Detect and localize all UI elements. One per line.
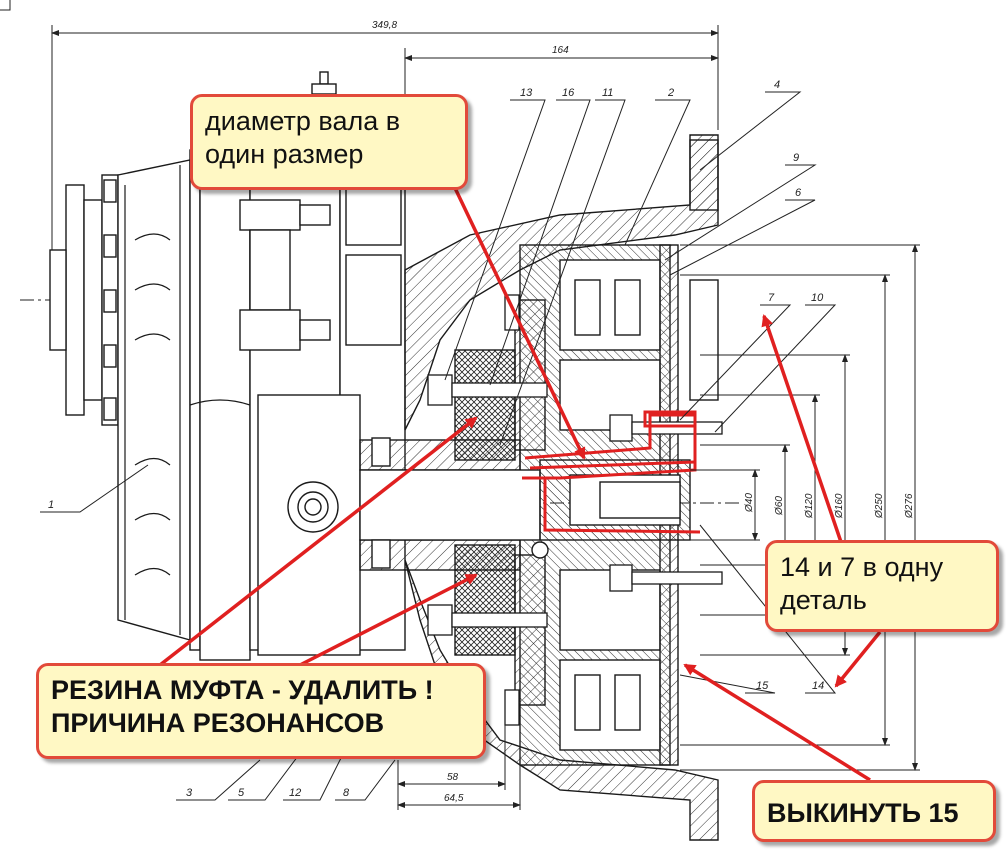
dim-overall-label: 349,8 bbox=[372, 20, 397, 31]
callout-shaft-diameter: диаметр вала в один размер bbox=[190, 94, 468, 190]
dim-58: 58 bbox=[447, 772, 459, 783]
arrow-rubber-2 bbox=[299, 573, 478, 667]
part-label-3: 3 bbox=[186, 787, 193, 799]
arrow-discard-15 bbox=[683, 663, 871, 782]
dim-64-5: 64,5 bbox=[444, 793, 464, 804]
part-label-15: 15 bbox=[756, 680, 769, 692]
part-label-5: 5 bbox=[238, 787, 245, 799]
dim-bottom bbox=[397, 700, 521, 810]
callout-rubber-line2: ПРИЧИНА РЕЗОНАНСОВ bbox=[51, 707, 385, 738]
red-arrows bbox=[158, 187, 882, 782]
bolts bbox=[427, 294, 723, 726]
part-label-10: 10 bbox=[811, 292, 824, 304]
callout-shaft-line2: один размер bbox=[205, 138, 364, 169]
part-label-7: 7 bbox=[768, 292, 775, 304]
callout-merge-line1: 14 и 7 в одну bbox=[780, 552, 944, 582]
part-label-11: 11 bbox=[602, 87, 613, 99]
engine-fins bbox=[124, 165, 251, 635]
frame-corner bbox=[0, 0, 11, 11]
dim-dia-276: Ø276 bbox=[904, 493, 915, 519]
arrow-merge-14 bbox=[834, 630, 882, 688]
part-label-12: 12 bbox=[289, 787, 301, 799]
part-label-8: 8 bbox=[343, 787, 350, 799]
part-label-9: 9 bbox=[793, 152, 799, 164]
callout-merge-parts: 14 и 7 в одну деталь bbox=[765, 540, 999, 632]
engine-block bbox=[239, 71, 406, 656]
callout-rubber-coupling: РЕЗИНА МУФТА - УДАЛИТЬ ! ПРИЧИНА РЕЗОНАН… bbox=[36, 663, 486, 759]
callout-shaft-line1: диаметр вала в bbox=[205, 106, 401, 136]
arrow-merge-7 bbox=[761, 314, 844, 546]
part-label-14: 14 bbox=[812, 680, 824, 692]
dim-dia-160: Ø160 bbox=[834, 493, 845, 519]
part-label-2: 2 bbox=[667, 87, 674, 99]
part-label-6: 6 bbox=[795, 187, 802, 199]
callout-discard-line1: ВЫКИНУТЬ 15 bbox=[767, 798, 959, 828]
callout-rubber-line1: РЕЗИНА МУФТА - УДАЛИТЬ ! bbox=[51, 675, 434, 705]
part-label-13: 13 bbox=[520, 87, 533, 99]
dim-housing-label: 164 bbox=[552, 45, 569, 56]
engine-flange bbox=[49, 149, 251, 661]
dim-dia-40: Ø40 bbox=[744, 493, 755, 513]
dim-dia-250: Ø250 bbox=[874, 493, 885, 519]
dim-dia-120: Ø120 bbox=[804, 493, 815, 519]
arrow-rubber-1 bbox=[158, 416, 478, 667]
part-label-1: 1 bbox=[48, 499, 54, 511]
callout-merge-line2: деталь bbox=[780, 584, 867, 615]
callout-discard-part: ВЫКИНУТЬ 15 bbox=[752, 780, 996, 842]
part-label-4: 4 bbox=[774, 79, 780, 91]
arrow-shaft bbox=[453, 187, 586, 460]
dim-overall bbox=[51, 25, 719, 260]
part-label-16: 16 bbox=[562, 87, 575, 99]
dim-dia-60: Ø60 bbox=[774, 496, 785, 516]
